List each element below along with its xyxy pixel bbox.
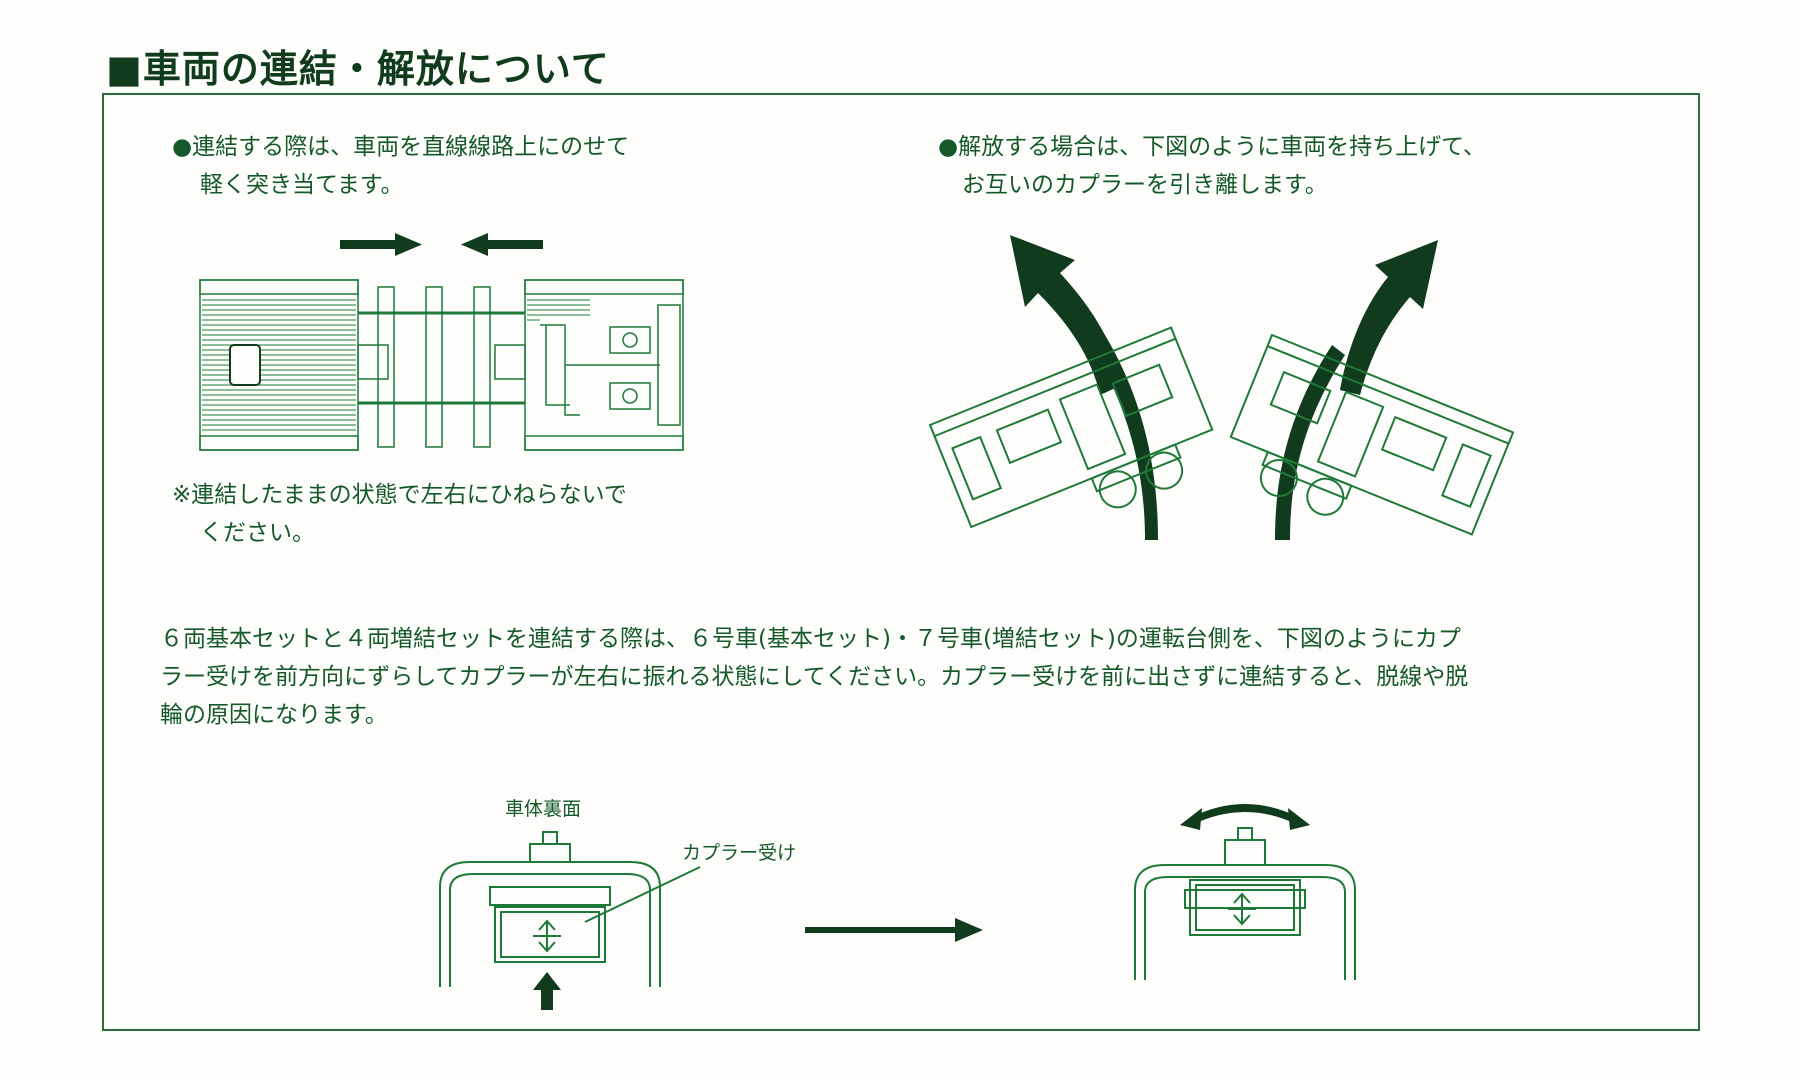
- release-lift-diagram: [928, 235, 1515, 540]
- connect-note-line1: ●連結する際は、車両を直線線路上にのせて: [172, 134, 630, 160]
- instruction-box: [102, 93, 1700, 1031]
- paragraph-line2: ラー受けを前方向にずらしてカプラーが左右に振れる状態にしてください。カプラー受け…: [160, 664, 1469, 690]
- connect-note-line2: 軽く突き当てます。: [200, 172, 404, 198]
- page-title: ■車両の連結・解放について: [106, 47, 610, 91]
- warning-note-line2: ください。: [200, 520, 315, 546]
- warning-note-line1: ※連結したままの状態で左右にひねらないで: [172, 482, 627, 508]
- paragraph-line1: ６両基本セットと４両増結セットを連結する際は、６号車(基本セット)・７号車(増結…: [160, 626, 1461, 652]
- coupling-top-view-diagram: [199, 233, 684, 451]
- paragraph-line3: 輪の原因になります。: [160, 702, 388, 728]
- transition-arrow: [805, 918, 983, 942]
- release-note-line1: ●解放する場合は、下図のように車両を持ち上げて、: [938, 134, 1486, 160]
- set-coupling-paragraph: ６両基本セットと４両増結セットを連結する際は、６号車(基本セット)・７号車(増結…: [160, 620, 1660, 734]
- coupler-receiver-after-diagram: [1134, 804, 1356, 980]
- coupler-receiver-label: カプラー受け: [682, 842, 797, 864]
- release-note-line2: お互いのカプラーを引き離します。: [962, 172, 1328, 198]
- coupler-receiver-before-diagram: [439, 831, 701, 1010]
- body-underside-label: 車体裏面: [505, 798, 582, 820]
